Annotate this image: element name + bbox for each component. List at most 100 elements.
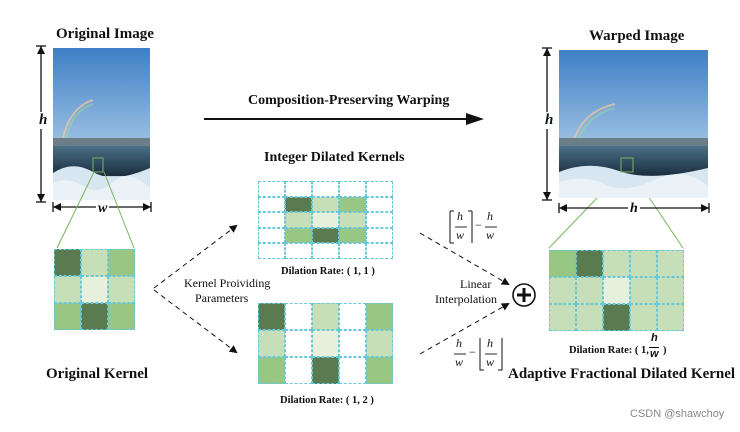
kernel-cell: [339, 196, 366, 212]
kernel-cell: [339, 212, 366, 228]
kernel-cell: [339, 357, 366, 384]
kernel-cell: [312, 212, 339, 228]
warped-image-title: Warped Image: [589, 28, 685, 44]
kernel-cell: [108, 303, 135, 330]
formula-h2: h: [487, 209, 493, 223]
original-image: [53, 48, 150, 200]
kernel-cell: [339, 330, 366, 357]
dilation-rate-1-1: Dilation Rate: ( 1, 1 ): [281, 266, 375, 277]
kernel-cell: [366, 212, 393, 228]
original-kernel-grid: [54, 249, 135, 330]
dilation-rate-adaptive-prefix: Dilation Rate: ( 1,: [569, 345, 649, 356]
dilation-rate-1-2: Dilation Rate: ( 1, 2 ): [280, 395, 374, 406]
kernel-cell: [657, 277, 684, 304]
formula-h: h: [457, 209, 463, 223]
kernel-cell: [81, 249, 108, 276]
adaptive-kernel-grid: [549, 250, 684, 331]
kernel-cell: [630, 250, 657, 277]
kernel-cell: [312, 303, 339, 330]
kernel-cell: [312, 243, 339, 259]
integer-kernels-title: Integer Dilated Kernels: [264, 150, 405, 165]
original-image-title: Original Image: [56, 26, 154, 42]
kernel-cell: [366, 181, 393, 197]
kernel-cell: [54, 249, 81, 276]
formula-w2: w: [486, 228, 495, 242]
kernel-cell: [312, 227, 339, 243]
kernel-cell: [366, 196, 393, 212]
kernel-cell: [258, 196, 285, 212]
adaptive-fraction-h: h: [651, 332, 658, 344]
integer-kernel-1-1-grid: [258, 181, 393, 259]
kernel-cell: [657, 304, 684, 331]
kernel-cell: [258, 243, 285, 259]
kernel-cell: [549, 277, 576, 304]
adaptive-fraction-bar: [649, 347, 659, 348]
kernel-cell: [312, 357, 339, 384]
kernel-cell: [657, 250, 684, 277]
kernel-cell: [549, 304, 576, 331]
kernel-cell: [576, 304, 603, 331]
kernel-cell: [258, 227, 285, 243]
warped-width-symbol: h: [628, 201, 640, 217]
formula-ceil-minus: h w − h w: [447, 207, 507, 247]
integer-kernel-1-2-grid: [258, 303, 393, 384]
kernel-cell: [258, 212, 285, 228]
kernel-cell: [285, 330, 312, 357]
kernel-cell: [81, 276, 108, 303]
kernel-cell: [549, 250, 576, 277]
warping-label: Composition-Preserving Warping: [248, 93, 450, 108]
formula-h3: h: [456, 336, 462, 350]
original-height-symbol: h: [38, 112, 49, 129]
kernel-cell: [603, 277, 630, 304]
plus-circle-icon: [512, 283, 536, 307]
linear-interp-line1: Linear: [460, 277, 492, 291]
kernel-cell: [285, 227, 312, 243]
original-kernel-label: Original Kernel: [46, 366, 149, 382]
kernel-cell: [108, 249, 135, 276]
kernel-cell: [258, 357, 285, 384]
kernel-cell: [339, 243, 366, 259]
kernel-cell: [339, 303, 366, 330]
kernel-param-label-line2: Parameters: [195, 291, 249, 305]
original-width-symbol: w: [96, 201, 110, 217]
kernel-cell: [54, 303, 81, 330]
formula-h4: h: [487, 336, 493, 350]
kernel-cell: [312, 181, 339, 197]
kernel-cell: [576, 277, 603, 304]
kernel-cell: [81, 303, 108, 330]
kernel-cell: [366, 303, 393, 330]
kernel-cell: [630, 304, 657, 331]
linear-interp-line2: Interpolation: [435, 292, 497, 306]
kernel-cell: [258, 181, 285, 197]
kernel-cell: [312, 330, 339, 357]
kernel-cell: [366, 357, 393, 384]
kernel-cell: [285, 357, 312, 384]
kernel-cell: [630, 277, 657, 304]
kernel-cell: [54, 276, 81, 303]
warped-height-symbol: h: [544, 112, 555, 129]
kernel-cell: [366, 330, 393, 357]
warped-image: [559, 50, 708, 198]
warping-arrow: [204, 113, 484, 125]
formula-w4: w: [486, 355, 495, 369]
watermark: CSDN @shawchoy: [630, 408, 725, 420]
adaptive-fraction-w: w: [650, 348, 659, 360]
kernel-cell: [258, 303, 285, 330]
kernel-cell: [285, 212, 312, 228]
kernel-cell: [576, 250, 603, 277]
kernel-cell: [285, 243, 312, 259]
adaptive-kernel-label: Adaptive Fractional Dilated Kernel: [508, 366, 736, 382]
kernel-cell: [603, 250, 630, 277]
kernel-param-label-line1: Kernel Proividing: [184, 276, 271, 290]
kernel-cell: [285, 303, 312, 330]
kernel-cell: [366, 243, 393, 259]
kernel-cell: [285, 181, 312, 197]
kernel-cell: [339, 181, 366, 197]
formula-w3: w: [455, 355, 464, 369]
dilation-rate-adaptive-suffix: ): [663, 345, 667, 356]
formula-minus: −: [475, 218, 482, 232]
formula-minus-floor: h w − h w: [448, 334, 508, 374]
kernel-cell: [108, 276, 135, 303]
formula-w: w: [456, 228, 465, 242]
